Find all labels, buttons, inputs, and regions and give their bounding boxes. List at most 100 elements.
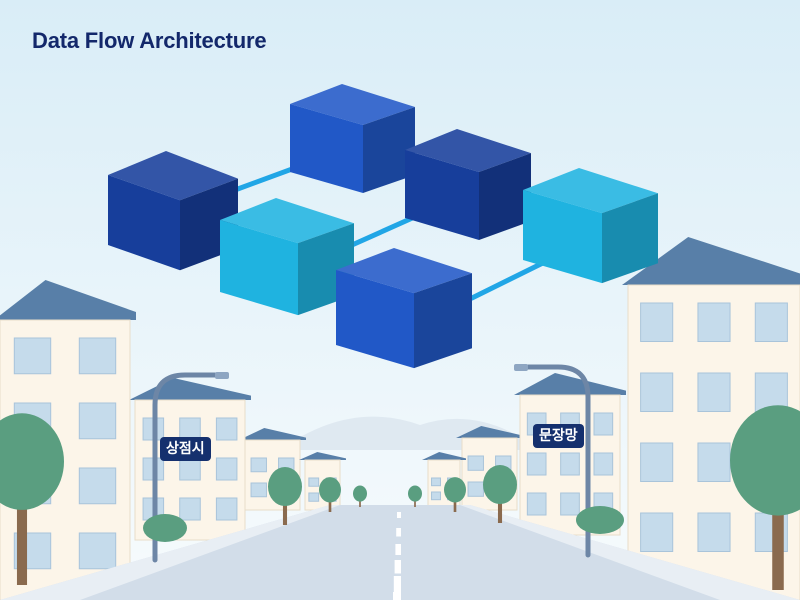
building-window <box>13 337 52 375</box>
cube-top-face <box>220 198 354 244</box>
lane-dash <box>396 528 401 537</box>
lane-dash <box>394 560 401 574</box>
bush-left <box>143 514 187 542</box>
tree-crown <box>483 465 517 505</box>
cube-front-face <box>405 150 479 241</box>
tree-mid-right <box>483 465 517 523</box>
cube-front-face <box>523 190 602 284</box>
lane-dash <box>393 592 401 600</box>
tree-crown <box>319 477 341 503</box>
lamp-pole <box>152 372 218 563</box>
building-window <box>250 482 267 498</box>
cube-side-face <box>479 153 531 241</box>
building-window <box>308 477 320 487</box>
cube-side-face <box>602 193 658 284</box>
street-lamp-left <box>152 372 229 563</box>
lamp-pole <box>525 364 591 558</box>
tree-trunk <box>16 470 28 585</box>
building-window <box>526 492 547 516</box>
building-window <box>215 417 238 441</box>
building-window <box>754 372 788 412</box>
building-window <box>640 302 674 342</box>
page-title: Data Flow Architecture <box>32 28 267 53</box>
lamp-head <box>514 364 528 371</box>
building-window <box>697 512 731 552</box>
lane-dash <box>395 544 401 555</box>
building-window <box>526 452 547 476</box>
building-window <box>431 477 441 487</box>
lane-dash <box>393 576 401 592</box>
street-lamp-right <box>514 364 591 558</box>
block-dark-right <box>405 129 531 241</box>
building-window <box>431 491 441 501</box>
building-window <box>78 532 117 570</box>
building-roof <box>456 426 523 438</box>
building-roof <box>129 378 251 400</box>
building-window <box>593 452 614 476</box>
cube-front-face <box>220 220 298 316</box>
block-royal-top <box>290 84 415 193</box>
tree-near-left <box>0 413 64 585</box>
building-window <box>179 457 201 481</box>
street-sign-left: 상점시 <box>160 437 211 461</box>
tree-crown <box>353 485 367 502</box>
sidewalk-left <box>0 505 340 600</box>
building-window <box>215 457 238 481</box>
tree-trunk <box>497 488 503 523</box>
building-window <box>697 302 731 342</box>
building-window <box>593 412 614 436</box>
building-window <box>697 372 731 412</box>
building-window <box>78 337 117 375</box>
tree-trunk <box>772 470 784 590</box>
building-roof <box>299 452 346 460</box>
building-window <box>697 442 731 482</box>
tree-mid-left <box>268 467 302 525</box>
block-diagram <box>108 84 658 369</box>
bush-right <box>576 506 624 534</box>
building-window <box>308 492 320 502</box>
building-window <box>179 497 201 521</box>
building-window <box>640 372 674 412</box>
block-cyan-center <box>220 198 354 316</box>
building-near-right <box>622 237 800 600</box>
cube-front-face <box>290 104 363 193</box>
cube-top-face <box>523 168 658 214</box>
tree-near-right <box>730 405 800 590</box>
building-window <box>754 302 788 342</box>
building-roof <box>239 428 306 440</box>
cube-top-face <box>405 129 531 173</box>
tree-trunk <box>282 490 288 525</box>
cube-front-face <box>108 175 180 271</box>
building-roof <box>514 373 626 395</box>
building-window <box>560 452 580 476</box>
tree-far-left-2 <box>353 485 367 507</box>
building-window <box>467 455 484 471</box>
building-window <box>215 497 238 521</box>
tree-far-right <box>444 477 466 512</box>
lamp-head <box>215 372 229 379</box>
building-roof <box>422 452 466 460</box>
tree-crown <box>0 413 64 510</box>
tree-crown <box>444 477 466 503</box>
block-royal-bottom <box>336 248 472 369</box>
tree-crown <box>268 467 302 507</box>
tree-far-right-2 <box>408 485 422 507</box>
tree-far-left <box>319 477 341 512</box>
building-window <box>640 512 674 552</box>
cube-front-face <box>336 270 414 369</box>
street-scene <box>0 237 800 600</box>
building-mid-right <box>514 373 626 536</box>
cube-top-face <box>290 84 415 125</box>
building-roof <box>622 237 800 285</box>
building-window <box>250 457 267 473</box>
street-sign-right: 문장망 <box>533 424 584 448</box>
building-roof <box>0 280 136 320</box>
cube-side-face <box>363 107 415 193</box>
building-window <box>640 442 674 482</box>
tree-crown <box>730 405 800 516</box>
building-window <box>78 402 117 440</box>
cube-side-face <box>414 273 472 369</box>
block-cyan-right <box>523 168 658 284</box>
